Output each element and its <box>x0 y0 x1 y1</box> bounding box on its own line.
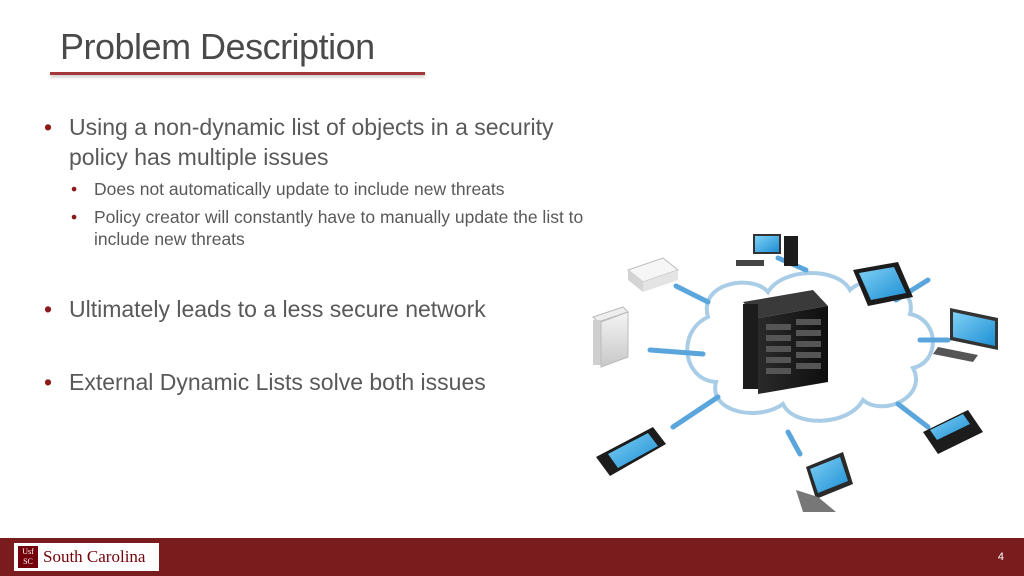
usc-seal-icon: Usf SC <box>18 546 38 568</box>
smartphone-icon <box>596 427 666 476</box>
desktop-monitor-icon <box>933 308 998 362</box>
sub-bullet-2: Policy creator will constantly have to m… <box>65 206 600 250</box>
page-number: 4 <box>997 551 1004 563</box>
slide-title: Problem Description <box>60 26 375 67</box>
desktop-computer-icon <box>736 234 798 266</box>
bullet-main: Using a non-dynamic list of objects in a… <box>40 112 600 172</box>
server-tower-icon <box>592 306 629 368</box>
bullet-3: External Dynamic Lists solve both issues <box>40 367 600 397</box>
server-rack-icon <box>743 290 828 394</box>
blackberry-phone-icon <box>923 410 983 454</box>
university-logo: Usf SC South Carolina <box>14 543 159 571</box>
bullet-list: Using a non-dynamic list of objects in a… <box>40 112 600 397</box>
logo-wordmark: South Carolina <box>43 547 146 566</box>
footer-bar: Usf SC South Carolina 4 <box>0 538 1024 576</box>
network-diagram-image <box>592 234 998 512</box>
router-device-icon <box>626 257 680 292</box>
tablet-icon <box>853 262 913 306</box>
sub-bullet-1: Does not automatically update to include… <box>65 178 600 200</box>
bullet-2: Ultimately leads to a less secure networ… <box>40 294 600 324</box>
title-underline <box>50 72 425 75</box>
laptop-icon <box>796 452 853 512</box>
